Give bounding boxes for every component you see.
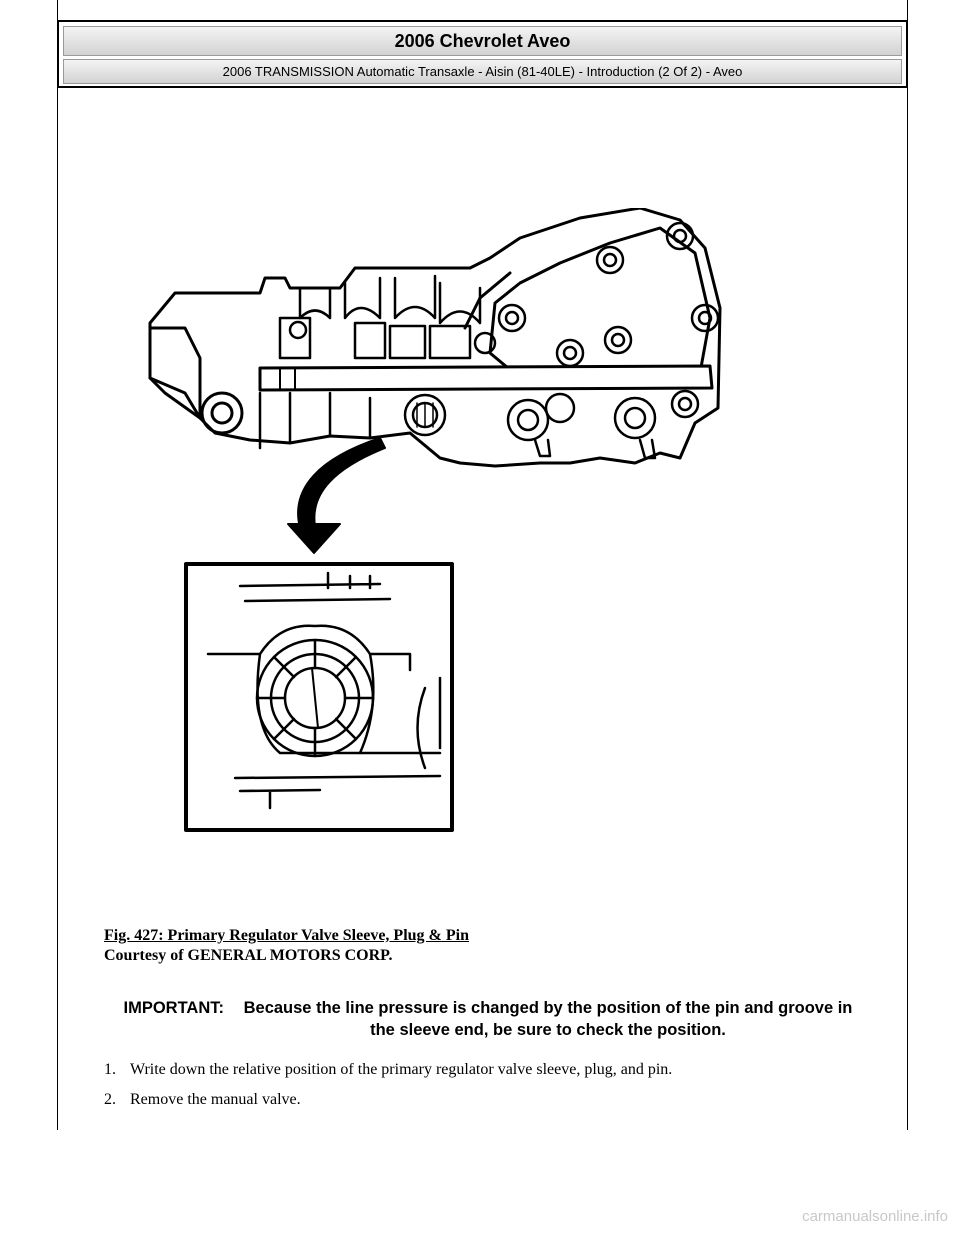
list-item: 2. Remove the manual valve. [104,1090,884,1120]
important-label: IMPORTANT: [123,999,224,1017]
figure-caption: Fig. 427: Primary Regulator Valve Sleeve… [104,927,469,944]
important-text: Because the line pressure is changed by … [243,999,853,1039]
document-header: 2006 Chevrolet Aveo 2006 TRANSMISSION Au… [57,20,908,88]
step-number: 2. [104,1091,116,1108]
document-title: 2006 Chevrolet Aveo [63,26,902,56]
figure-caption-block: Fig. 427: Primary Regulator Valve Sleeve… [104,926,804,966]
page-frame [57,0,908,1130]
step-text: Remove the manual valve. [130,1091,301,1108]
step-number: 1. [104,1061,116,1078]
document-subtitle: 2006 TRANSMISSION Automatic Transaxle - … [63,59,902,84]
footer-watermark: carmanualsonline.info [802,1208,948,1225]
procedure-steps: 1. Write down the relative position of t… [104,1060,884,1120]
valve-body-illustration [148,208,722,832]
step-text: Write down the relative position of the … [130,1061,673,1078]
figure-credit: Courtesy of GENERAL MOTORS CORP. [104,947,393,964]
important-note: IMPORTANT: Because the line pressure is … [104,997,864,1041]
list-item: 1. Write down the relative position of t… [104,1060,884,1090]
